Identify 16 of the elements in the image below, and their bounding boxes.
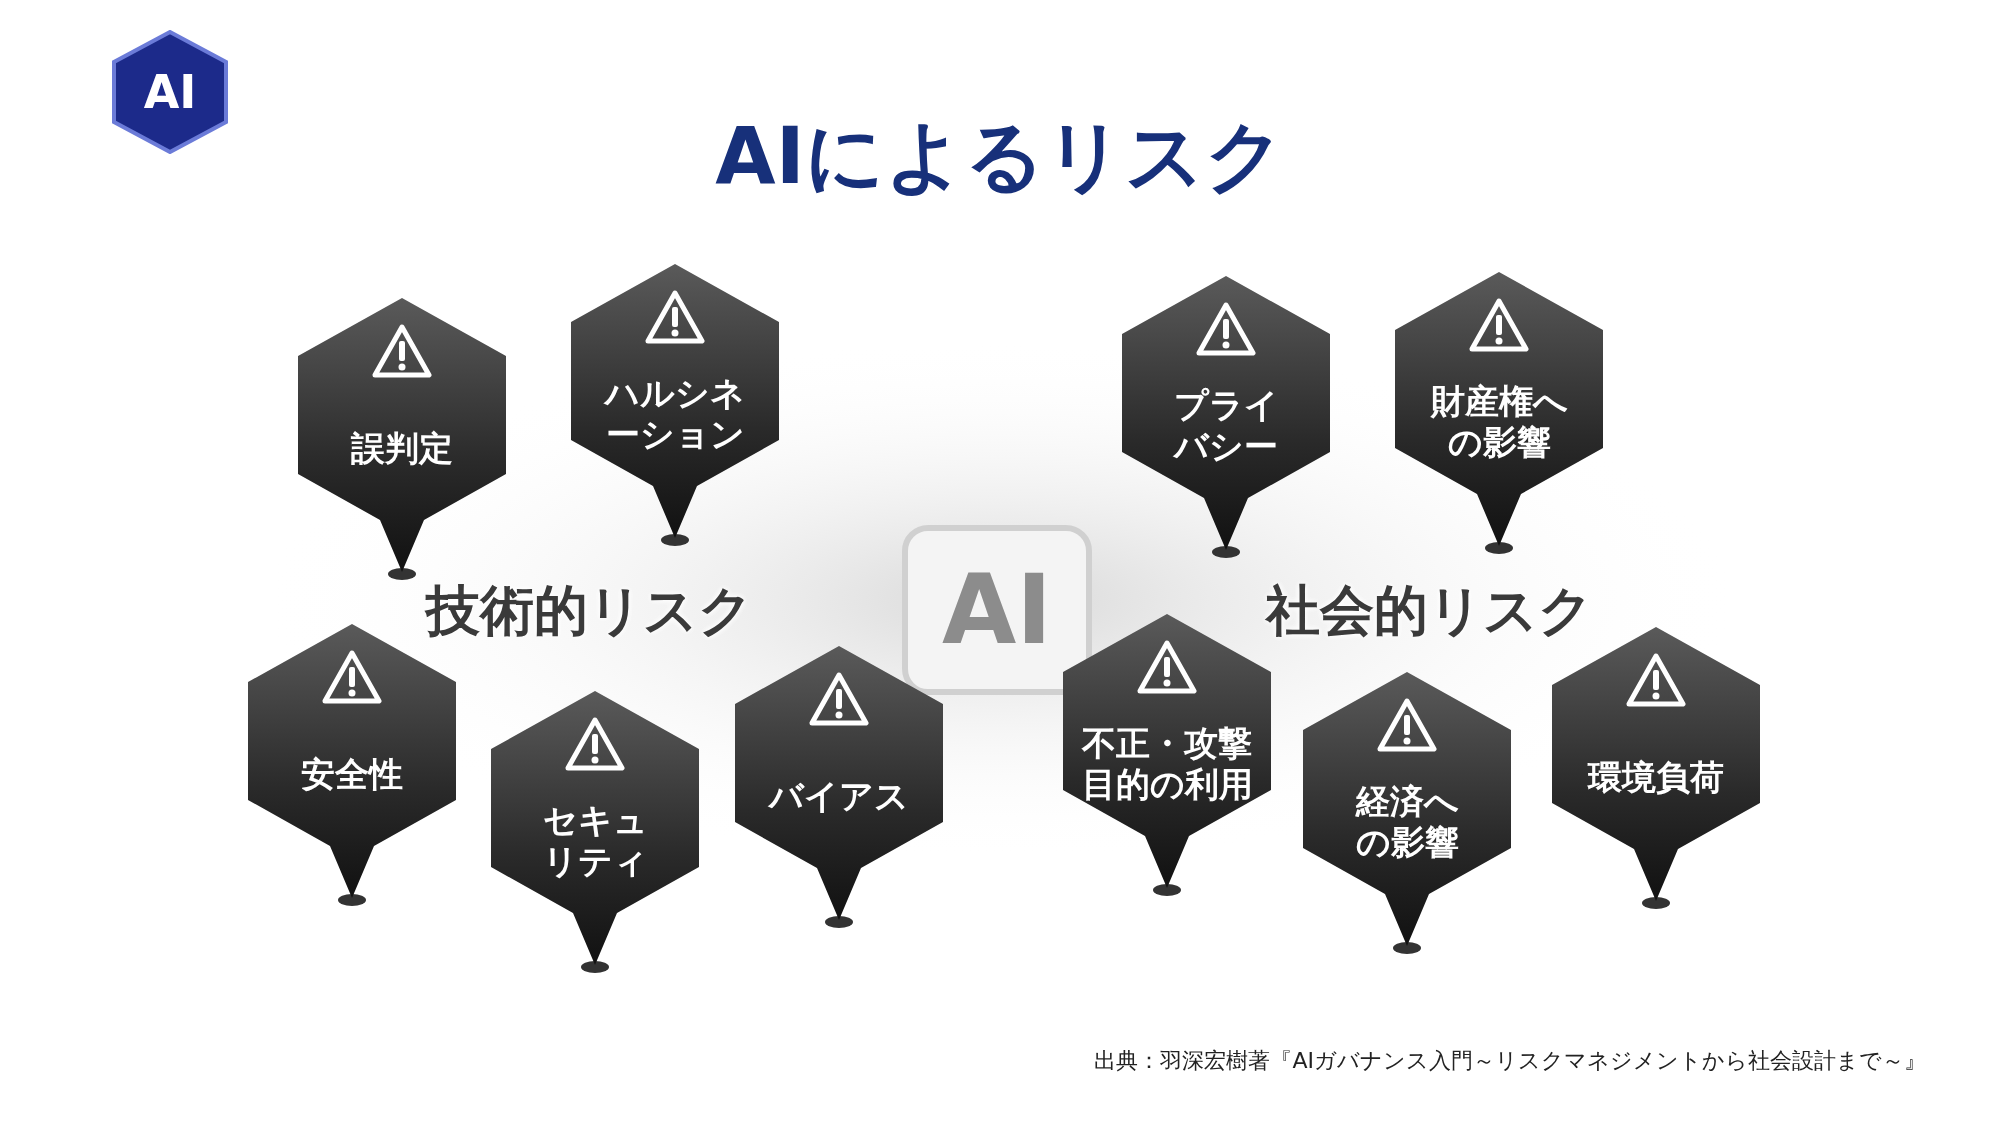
risk-label: セキュリティ [541,800,649,882]
group-heading: 社会的リスク [1264,578,1594,644]
icon-text: AI [142,64,198,121]
risk-label: 誤判定 [351,427,453,469]
source-citation: 出典：羽深宏樹著『AIガバナンス入門～リスクマネジメントから社会設計まで～』 [1094,1047,1926,1075]
risk-label: バイアス [769,775,909,817]
risk-label: 不正・攻撃目的の利用 [1080,723,1254,805]
risk-label: 環境負荷 [1588,756,1724,798]
group-heading: 技術的リスク [423,578,754,644]
risk-label: 財産権への影響 [1429,381,1569,463]
risk-label: 経済への影響 [1354,781,1460,863]
risk-label: プライバシー [1172,385,1280,467]
slide-title: AIによるリスク [714,110,1286,203]
chip-text: AI [942,554,1052,666]
risk-label: 安全性 [301,753,403,795]
risk-label: ハルシネーション [602,373,746,455]
